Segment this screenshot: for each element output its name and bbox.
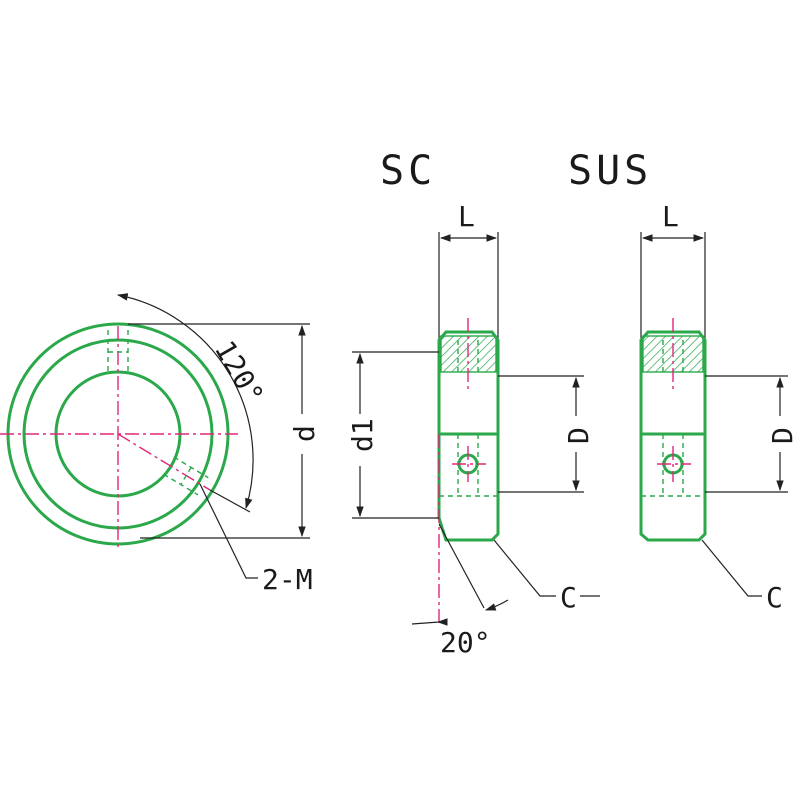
front-view: 120° 2-M d	[0, 293, 321, 596]
screw-label: 2-M	[262, 563, 313, 596]
sc-chamfer-label: C	[560, 581, 577, 614]
sc-dim-D-label: D	[562, 427, 595, 444]
sus-title: SUS	[568, 148, 652, 194]
angle-120-label: 120°	[208, 335, 270, 410]
sc-chamfer-leader	[493, 539, 556, 597]
sus-body	[639, 330, 707, 542]
sc-side-view: SC L d1 D 20°	[346, 148, 600, 659]
sus-dim-D-label: D	[766, 427, 799, 444]
angle-120-arc	[116, 293, 254, 510]
front-center-diagonal	[117, 433, 211, 491]
screw-leader	[199, 483, 258, 579]
sc-dim-L-label: L	[458, 200, 475, 233]
sc-body	[437, 330, 500, 542]
angle-20-label: 20°	[440, 626, 491, 659]
sus-side-view: SUS L D C	[568, 148, 799, 614]
angle-20-arc	[411, 618, 448, 626]
sus-chamfer-leader	[701, 539, 762, 597]
sc-dim-d1-label: d1	[346, 418, 379, 452]
sus-chamfer-label: C	[766, 581, 783, 614]
sus-dim-L-label: L	[662, 200, 679, 233]
sc-title: SC	[380, 148, 436, 194]
dim-d-label: d	[288, 425, 321, 442]
